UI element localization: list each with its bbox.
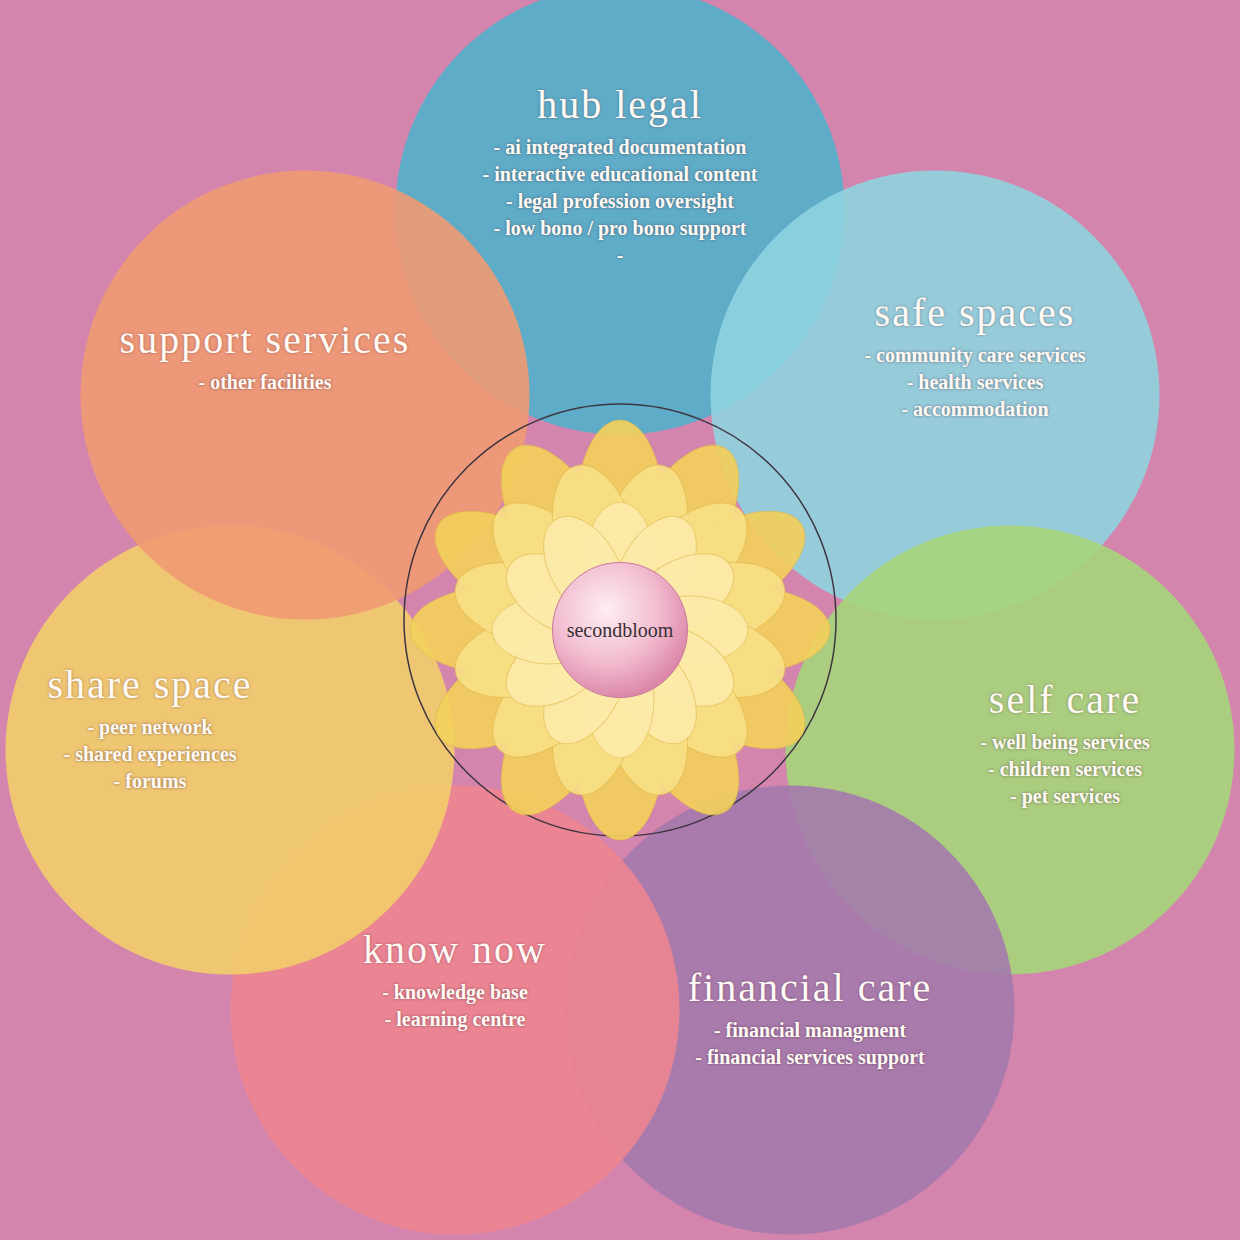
service-item: - legal profession oversight — [420, 188, 820, 215]
petal-ring — [410, 420, 830, 840]
service-item: - financial managment — [610, 1017, 1010, 1044]
service-item: - low bono / pro bono support — [420, 215, 820, 242]
petal-ring — [445, 455, 794, 804]
service-item: - financial services support — [610, 1044, 1010, 1071]
service-item: - health services — [775, 369, 1175, 396]
service-item: - interactive educational content — [420, 161, 820, 188]
service-item: - forums — [0, 768, 350, 795]
circle-heading: share space — [0, 660, 350, 710]
service-item: - shared experiences — [0, 741, 350, 768]
circle-heading: know now — [255, 925, 655, 975]
circle-heading: financial care — [610, 963, 1010, 1013]
service-item: - pet services — [865, 783, 1240, 810]
service-item: - peer network — [0, 714, 350, 741]
circle-heading: hub legal — [420, 80, 820, 130]
service-item: - learning centre — [255, 1006, 655, 1033]
circle-text: safe spaces - community care services- he… — [775, 288, 1175, 423]
service-item: - — [420, 242, 820, 269]
circle-heading: support services — [65, 315, 465, 365]
brand-name: secondbloom — [560, 619, 680, 642]
service-item: - children services — [865, 756, 1240, 783]
circle-text: hub legal- ai integrated documentation- … — [420, 80, 820, 269]
petal-ring — [492, 502, 748, 758]
circle-text: financial care - financial managment- fin… — [610, 963, 1010, 1071]
center-node: secondbloom — [552, 562, 688, 698]
circle-text: share space - peer network- shared experi… — [0, 660, 350, 795]
circle-text: support services - other facilities — [65, 315, 465, 396]
circle-text: know now - knowledge base- learning centr… — [255, 925, 655, 1033]
service-item: - other facilities — [65, 369, 465, 396]
service-item: - knowledge base — [255, 979, 655, 1006]
service-item: - accommodation — [775, 396, 1175, 423]
circle-heading: self care — [865, 675, 1240, 725]
service-circle: financial care - financial managment- fin… — [565, 785, 1015, 1235]
circle-text: secondbloom — [560, 619, 680, 642]
service-item: - well being services — [865, 729, 1240, 756]
circle-text: self care - well being services- children… — [865, 675, 1240, 810]
secondbloom-core — [553, 563, 688, 698]
circle-heading: safe spaces — [775, 288, 1175, 338]
service-item: - ai integrated documentation — [420, 134, 820, 161]
service-item: - community care services — [775, 342, 1175, 369]
